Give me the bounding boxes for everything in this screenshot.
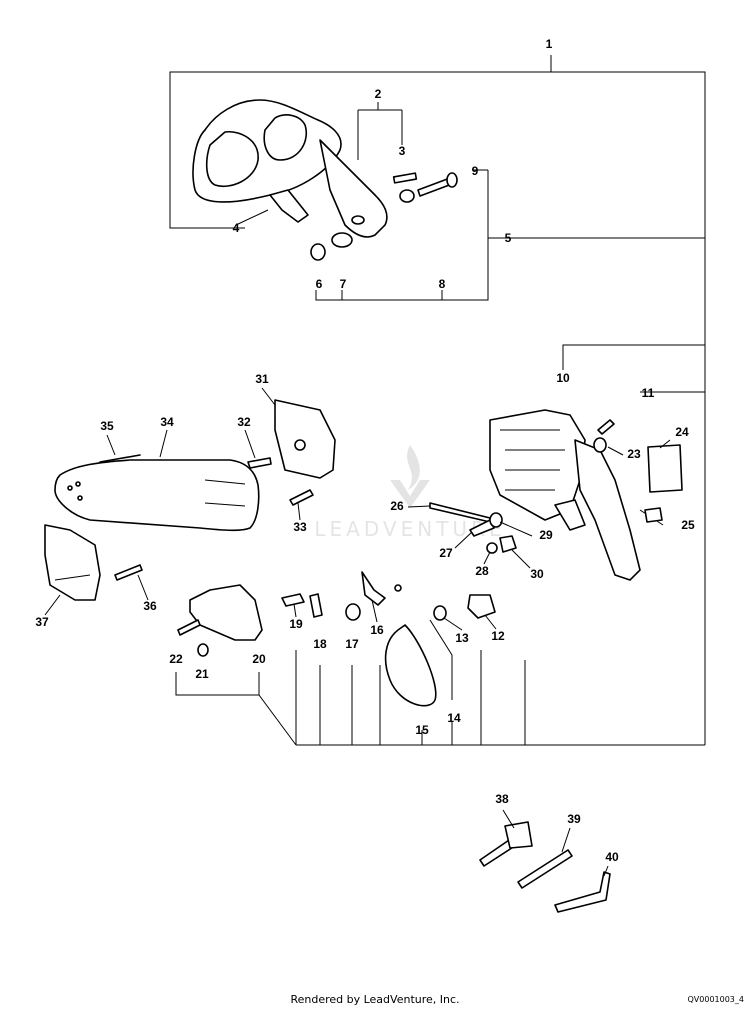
callout: 5 (505, 231, 512, 245)
lever (309, 593, 323, 618)
brake-band (384, 624, 437, 707)
bracket-lines (169, 55, 706, 746)
callout: 21 (195, 667, 209, 681)
callout: 15 (415, 723, 429, 737)
callout: 33 (293, 520, 307, 534)
brake-housing (489, 409, 641, 581)
callout: 37 (35, 615, 49, 629)
callout: 16 (370, 623, 384, 637)
collar (345, 603, 361, 621)
collar (433, 605, 447, 621)
callout: 22 (169, 652, 183, 666)
bolt (177, 619, 201, 636)
callout: 20 (252, 652, 266, 666)
callout: 7 (340, 277, 347, 291)
callout: 31 (255, 372, 269, 386)
flame-logo-icon (390, 445, 430, 508)
damper (467, 594, 496, 619)
callout: 27 (439, 546, 453, 560)
callout: 30 (530, 567, 544, 581)
callout-labels: 1 2 3 4 5 6 7 8 9 10 11 12 13 14 15 16 1… (35, 37, 695, 864)
pin (392, 172, 418, 184)
leader-lines (44, 209, 671, 877)
callout: 18 (313, 637, 327, 651)
callout: 3 (399, 144, 406, 158)
callout: 25 (681, 518, 695, 532)
bolt (114, 564, 143, 581)
screw (597, 419, 615, 435)
pin (394, 584, 402, 592)
callout: 36 (143, 599, 157, 613)
brake-lever (361, 571, 386, 606)
callout: 10 (556, 371, 570, 385)
callout: 32 (237, 415, 251, 429)
bolt (247, 457, 272, 469)
callout: 6 (316, 277, 323, 291)
callout: 40 (605, 850, 619, 864)
callout: 14 (447, 711, 461, 725)
callout: 1 (546, 37, 553, 51)
brake-plate (189, 584, 263, 641)
callout: 26 (390, 499, 404, 513)
saw-chain (99, 454, 141, 463)
wrench-head (504, 821, 533, 849)
collar (593, 437, 607, 453)
spring (281, 593, 305, 607)
callout: 39 (567, 812, 581, 826)
collar (489, 512, 503, 528)
document-id: QV0001003_4 (687, 995, 745, 1004)
nut (197, 643, 209, 657)
bolt (429, 502, 491, 523)
callout: 19 (289, 617, 303, 631)
callout: 8 (439, 277, 446, 291)
callout: 38 (495, 792, 509, 806)
callout: 13 (455, 631, 469, 645)
callout: 34 (160, 415, 174, 429)
callout: 2 (375, 87, 382, 101)
bolt (469, 519, 495, 537)
callout: 35 (100, 419, 114, 433)
small-label (644, 507, 663, 523)
hex-key (554, 871, 611, 913)
label (647, 444, 683, 493)
nut (499, 535, 517, 553)
front-hand-guard (192, 99, 388, 238)
callout: 11 (642, 386, 655, 400)
guide-bar (54, 459, 260, 532)
callout: 29 (539, 528, 553, 542)
callout: 4 (233, 221, 240, 235)
screwdriver (517, 849, 573, 889)
callout: 12 (491, 629, 505, 643)
bolt (289, 489, 314, 506)
footer-credit: Rendered by LeadVenture, Inc. (290, 993, 460, 1006)
sprocket-guard (274, 399, 336, 479)
bar-plate (44, 524, 101, 601)
callout: 23 (627, 447, 641, 461)
nut (310, 243, 326, 261)
bolt (417, 172, 458, 197)
callout: 17 (345, 637, 359, 651)
washer (486, 542, 498, 554)
washer (331, 232, 353, 248)
guard-insert (269, 189, 309, 223)
callout: 24 (675, 425, 689, 439)
bushing (399, 189, 415, 203)
callout: 9 (472, 164, 479, 178)
callout: 28 (475, 564, 489, 578)
